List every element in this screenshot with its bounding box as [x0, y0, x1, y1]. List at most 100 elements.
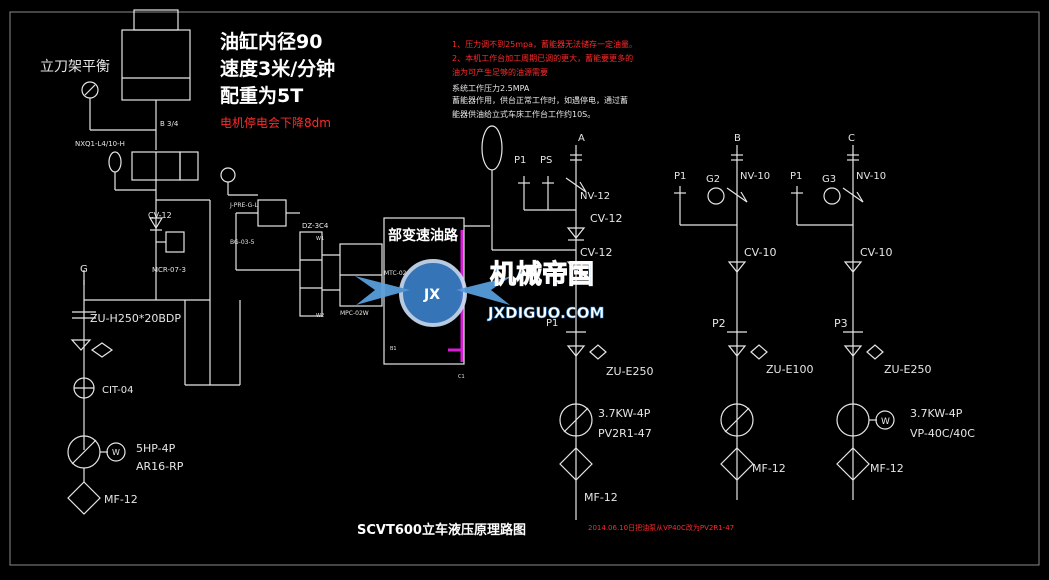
- label-c-zu: ZU-E250: [884, 363, 932, 376]
- label-a-nv: NV-12: [580, 191, 610, 202]
- strainer-c-icon: [836, 447, 870, 481]
- label-c: C: [848, 133, 855, 144]
- label-a-cv-bot: CV-12: [580, 246, 613, 259]
- strainer-icon: [67, 481, 101, 515]
- speed-label: 速度3米/分钟: [220, 57, 335, 80]
- label-cit: CIT-04: [102, 385, 133, 396]
- label-a-p1b: P1: [546, 318, 558, 329]
- check-valve-c-icon: [843, 261, 863, 273]
- label-c1: C1: [458, 374, 465, 380]
- label-cv12-left: CV-12: [148, 211, 172, 220]
- label-a-cv-top: CV-12: [590, 212, 623, 225]
- label-mpc: MPC-02W: [340, 310, 369, 317]
- note-1: 1、压力调不到25mpa，蓄能器无法储存一定油量。: [452, 39, 637, 49]
- branch-c: [791, 145, 895, 500]
- motor-w-left: W: [112, 448, 120, 457]
- label-motor-left: 5HP-4P: [136, 442, 176, 455]
- check-valve-a-top-icon: [566, 227, 586, 239]
- motor-w-c: W: [881, 417, 890, 427]
- label-filter-left: ZU-H250*20BDP: [90, 312, 181, 325]
- left-circuit: [67, 9, 490, 515]
- watermark-logo: [355, 259, 512, 327]
- label-c-p1: P1: [790, 171, 802, 182]
- label-c-mf: MF-12: [870, 462, 904, 475]
- cylinder-rod: [133, 9, 179, 31]
- label-small2: BG-03-5: [230, 239, 255, 246]
- note-3: 油为可产生足够的油源需要: [452, 67, 548, 77]
- gauge-g3-icon: [823, 187, 841, 205]
- label-b34: B 3/4: [160, 120, 179, 128]
- label-mtc: MTC-02: [384, 270, 407, 277]
- label-c-g3: G3: [822, 174, 836, 185]
- diagram-title: SCVT600立车液压原理路图: [357, 522, 526, 538]
- label-b-cv: CV-10: [744, 246, 777, 259]
- local-oil-route-label: 部变速油路: [388, 227, 459, 244]
- label-a: A: [578, 133, 585, 144]
- check-valve-b-icon: [727, 261, 747, 273]
- accumulator-icon: [108, 151, 122, 173]
- label-pump-left: AR16-RP: [136, 460, 184, 473]
- relief-valve-icon: [165, 231, 185, 253]
- watermark-logo-text: JX: [423, 287, 440, 303]
- label-w2: W2: [316, 313, 324, 319]
- branch-b: [674, 145, 768, 500]
- cylinder-body: [121, 29, 191, 101]
- label-a-motor: 3.7KW-4P: [598, 407, 651, 420]
- pump-a-icon: [559, 403, 593, 437]
- pressure-gauge-icon: [220, 167, 236, 183]
- gauge-g2-icon: [707, 187, 725, 205]
- label-b-nv: NV-10: [740, 171, 770, 182]
- label-nxq: NXQ1-L4/10-H: [75, 140, 125, 148]
- label-a-ps: PS: [540, 155, 552, 166]
- note-5: 蓄能器作用，供台正常工作时，如遇停电，通过蓄: [452, 95, 628, 105]
- watermark-wing-left: [355, 276, 410, 305]
- needle-valve-icon: [565, 177, 587, 193]
- label-c-p3: P3: [834, 317, 848, 330]
- filter-check-icon: [70, 339, 92, 351]
- main-accumulator-icon: [481, 125, 503, 171]
- note-2: 2、本机工作台加工周期已调的更大，蓄能要更多的: [452, 53, 633, 63]
- label-w1: W1: [316, 236, 324, 242]
- label-b-g2: G2: [706, 174, 720, 185]
- label-c-motor: 3.7KW-4P: [910, 407, 963, 420]
- label-c-pump: VP-40C/40C: [910, 427, 975, 440]
- check-valve-a-bottom-icon: [566, 261, 586, 273]
- check-valve-icon: [148, 217, 164, 230]
- motor-c-icon: [875, 410, 895, 430]
- label-a-p1: P1: [514, 155, 526, 166]
- filter-icon: [90, 342, 114, 358]
- label-a-pump: PV2R1-47: [598, 427, 652, 440]
- label-mf-left: MF-12: [104, 493, 138, 506]
- filter-a-icon: [566, 345, 586, 357]
- note-4: 系统工作压力2.5MPA: [452, 83, 530, 93]
- motor-note: 电机停电会下降8dm: [220, 115, 331, 130]
- date-note: 2014.06.10日把油泵从VP40C改为PV2R1-47: [588, 523, 734, 532]
- watermark-gear-icon: [399, 259, 467, 327]
- label-c-nv: NV-10: [856, 171, 886, 182]
- label-b-mf: MF-12: [752, 462, 786, 475]
- label-b1: B1: [390, 346, 397, 352]
- cylinder-bore-label: 油缸内径90: [220, 30, 322, 53]
- label-mcr: MCR-07-3: [152, 266, 186, 274]
- balance-title: 立刀架平衡: [40, 59, 110, 75]
- filter-c-icon: [843, 345, 863, 357]
- watermark-domain: JXDIGUO.COM: [487, 304, 604, 322]
- strainer-a-icon: [559, 447, 593, 481]
- label-g: G: [80, 264, 88, 275]
- label-b-p1: P1: [674, 171, 686, 182]
- pump-b-icon: [720, 403, 754, 437]
- drawing-border: [9, 11, 1040, 566]
- label-b: B: [734, 133, 741, 144]
- watermark-brand: 机械帝国: [490, 259, 594, 290]
- motor-icon: [106, 442, 126, 462]
- label-b-zu: ZU-E100: [766, 363, 814, 376]
- label-small1: J-PRE-G-L: [229, 202, 258, 209]
- strainer-b-icon: [720, 447, 754, 481]
- solenoid-valve-icon: [257, 199, 287, 227]
- directional-valve-icon: [299, 231, 323, 317]
- label-dz: DZ-3C4: [302, 222, 329, 230]
- counterweight-label: 配重为5T: [220, 84, 303, 107]
- branch-a: [518, 145, 607, 520]
